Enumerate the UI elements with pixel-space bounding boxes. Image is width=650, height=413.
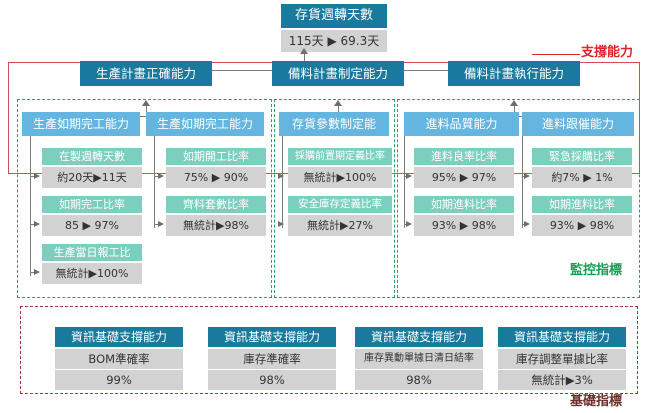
metric-name: 安全庫存定義比率	[288, 196, 392, 213]
base-card-metric: BOM準確率	[55, 349, 183, 369]
base-card-title: 資訊基礎支撐能力	[55, 327, 183, 347]
arrow-right-icon	[34, 172, 40, 179]
metric-value: 93% ▶ 98%	[414, 215, 514, 236]
kpi-card: 存貨週轉天數 115天 ▶ 69.3天	[281, 4, 387, 52]
metric-card: 齊料套數比率 無統計▶98%	[166, 196, 266, 236]
metric-name: 在製週轉天數	[42, 148, 142, 165]
legend-base: 基礎指標	[570, 394, 623, 409]
metric-card: 生產當日報工比 無統計▶100%	[42, 244, 142, 284]
metric-card: 緊急採購比率 約7% ▶ 1%	[532, 148, 632, 188]
base-card-title: 資訊基礎支撐能力	[498, 327, 626, 347]
metric-name: 如期開工比率	[166, 148, 266, 165]
arrow-up-icon	[510, 100, 518, 106]
metric-card: 採購前置期定義比率 無統計▶100%	[288, 148, 392, 188]
metric-card: 安全庫存定義比率 無統計▶27%	[288, 196, 392, 236]
metric-name: 緊急採購比率	[532, 148, 632, 165]
connector-line	[513, 106, 515, 116]
connector-line	[154, 224, 160, 226]
base-card-metric: 庫存調整單據比率	[498, 349, 626, 369]
metric-name: 如期進料比率	[532, 196, 632, 213]
metric-value: 93% ▶ 98%	[532, 215, 632, 236]
metric-card: 如期進料比率 93% ▶ 98%	[414, 196, 514, 236]
base-indicator-frame	[20, 306, 638, 394]
arrow-right-icon	[34, 268, 40, 275]
arrow-right-icon	[158, 172, 164, 179]
monitor-group-material	[397, 99, 640, 298]
arrow-up-icon	[334, 100, 342, 106]
metric-name: 進料良率比率	[414, 148, 514, 165]
monitor-group-production	[17, 99, 272, 298]
base-card-metric: 庫存異動單據日清日結率	[355, 349, 483, 369]
base-card-title: 資訊基礎支撐能力	[208, 327, 336, 347]
monitor-group-inventory-param	[274, 99, 395, 298]
metric-value: 75% ▶ 90%	[166, 167, 266, 188]
connector-line	[154, 176, 160, 178]
connector-line	[30, 176, 36, 178]
connector-line	[154, 136, 156, 228]
capability-box-material-exec[interactable]: 備料計畫執行能力	[448, 61, 580, 86]
base-card-title: 資訊基礎支撐能力	[355, 327, 483, 347]
legend-monitor: 監控指標	[570, 263, 623, 278]
metric-value: 約20天▶11天	[42, 167, 142, 188]
base-card-value: 98%	[355, 370, 483, 390]
connector-line	[522, 136, 524, 228]
connector-line	[30, 272, 36, 274]
metric-card: 在製週轉天數 約20天▶11天	[42, 148, 142, 188]
metric-name: 如期完工比率	[42, 196, 142, 213]
connector-line	[30, 224, 36, 226]
metric-value: 85 ▶ 97%	[42, 215, 142, 236]
connector-line	[404, 136, 406, 228]
sub-capability-material-quality[interactable]: 進料品質能力	[404, 112, 519, 136]
arrow-right-icon	[158, 220, 164, 227]
metric-name: 採購前置期定義比率	[288, 148, 392, 165]
arrow-right-icon	[524, 220, 530, 227]
sub-capability-material-followup[interactable]: 進料跟催能力	[522, 112, 634, 136]
metric-value: 無統計▶98%	[166, 215, 266, 236]
base-card[interactable]: 資訊基礎支撐能力 庫存異動單據日清日結率 98%	[355, 327, 483, 390]
sub-capability-production-ontime-1[interactable]: 生產如期完工能力	[22, 112, 140, 136]
metric-name: 生產當日報工比	[42, 244, 142, 261]
arrow-right-icon	[406, 220, 412, 227]
arrow-right-icon	[278, 172, 284, 179]
base-card[interactable]: 資訊基礎支撐能力 庫存調整單據比率 無統計▶3%	[498, 327, 626, 390]
legend-support-line	[532, 54, 580, 56]
arrow-right-icon	[34, 220, 40, 227]
connector-line	[30, 136, 32, 276]
metric-value: 無統計▶27%	[288, 215, 392, 236]
metric-name: 齊料套數比率	[166, 196, 266, 213]
base-card-metric: 庫存準確率	[208, 349, 336, 369]
capability-box-production-plan[interactable]: 生產計畫正確能力	[80, 61, 212, 86]
connector-line	[145, 106, 147, 116]
metric-value: 無統計▶100%	[42, 263, 142, 284]
metric-value: 約7% ▶ 1%	[532, 167, 632, 188]
metric-name: 如期進料比率	[414, 196, 514, 213]
base-card[interactable]: 資訊基礎支撐能力 BOM準確率 99%	[55, 327, 183, 390]
connector-line	[282, 136, 284, 228]
base-card-value: 99%	[55, 370, 183, 390]
sub-capability-production-ontime-2[interactable]: 生產如期完工能力	[146, 112, 264, 136]
metric-value: 無統計▶100%	[288, 167, 392, 188]
arrow-up-icon	[300, 48, 308, 54]
arrow-up-icon	[142, 100, 150, 106]
metric-card: 如期完工比率 85 ▶ 97%	[42, 196, 142, 236]
base-card[interactable]: 資訊基礎支撐能力 庫存準確率 98%	[208, 327, 336, 390]
metric-card: 進料良率比率 95% ▶ 97%	[414, 148, 514, 188]
metric-card: 如期開工比率 75% ▶ 90%	[166, 148, 266, 188]
kpi-value: 115天 ▶ 69.3天	[281, 30, 387, 52]
base-card-value: 98%	[208, 370, 336, 390]
arrow-right-icon	[524, 172, 530, 179]
sub-capability-inventory-param[interactable]: 存貨參數制定能	[279, 112, 389, 136]
metric-card: 如期進料比率 93% ▶ 98%	[532, 196, 632, 236]
arrow-right-icon	[406, 172, 412, 179]
arrow-right-icon	[278, 220, 284, 227]
metric-value: 95% ▶ 97%	[414, 167, 514, 188]
capability-box-material-plan[interactable]: 備料計畫制定能力	[272, 61, 404, 86]
legend-support: 支撐能力	[581, 45, 634, 60]
connector-line	[70, 116, 210, 118]
kpi-title: 存貨週轉天數	[281, 4, 387, 28]
base-card-value: 無統計▶3%	[498, 370, 626, 390]
